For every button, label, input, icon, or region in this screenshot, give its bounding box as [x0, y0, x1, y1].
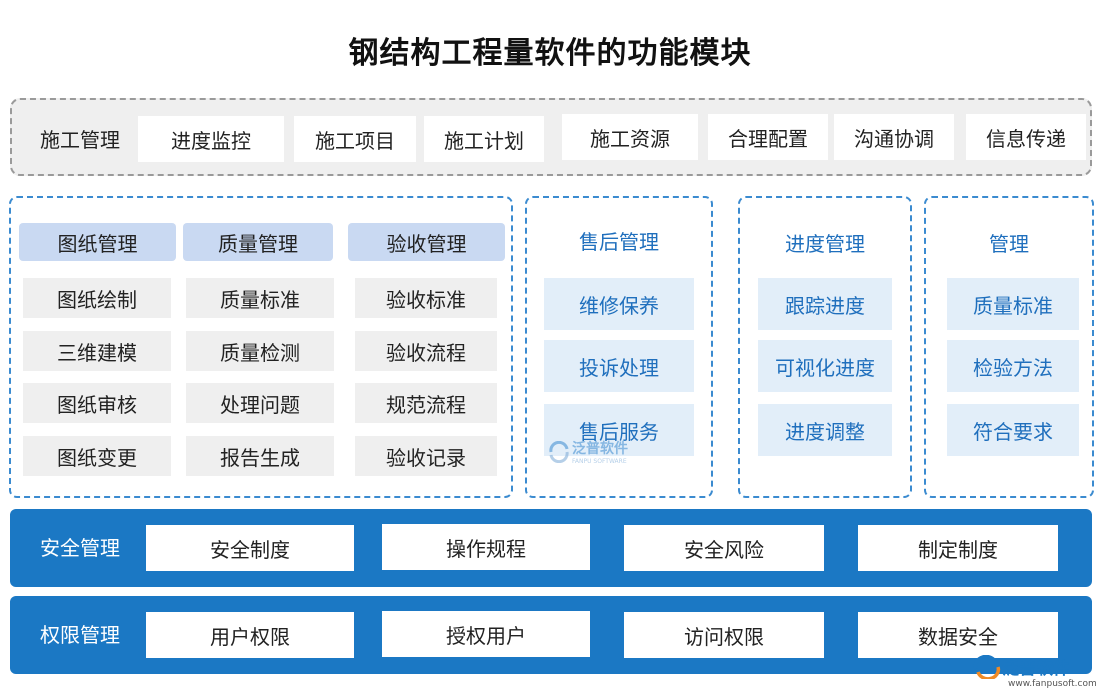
drawing-item: 三维建模 [23, 331, 171, 371]
acceptance-item: 验收记录 [355, 436, 497, 476]
progress-title: 进度管理 [785, 232, 865, 256]
logo-url: www.fanpusoft.com [1008, 679, 1097, 689]
drawing-item: 图纸绘制 [23, 278, 171, 318]
construction-item: 施工资源 [562, 114, 698, 160]
progress-item: 跟踪进度 [758, 278, 892, 330]
progress-panel: 进度管理 跟踪进度 可视化进度 进度调整 [738, 196, 912, 498]
drawing-quality-acceptance-panel: 图纸管理 质量管理 验收管理 图纸绘制 三维建模 图纸审核 图纸变更 质量标准 … [9, 196, 513, 498]
safety-item: 操作规程 [382, 524, 590, 570]
quality-item: 处理问题 [186, 383, 334, 423]
permission-item: 数据安全 [858, 612, 1058, 658]
fanpu-watermark: 泛普软件 FANPU SOFTWARE [548, 438, 628, 465]
quality-item: 报告生成 [186, 436, 334, 476]
drawing-management-header: 图纸管理 [19, 223, 176, 261]
management-item: 质量标准 [947, 278, 1079, 330]
drawing-item: 图纸变更 [23, 436, 171, 476]
construction-item: 合理配置 [708, 114, 828, 160]
permission-label: 权限管理 [40, 623, 120, 647]
watermark-name: 泛普软件 [572, 441, 628, 457]
management-item: 符合要求 [947, 404, 1079, 456]
management-panel: 管理 质量标准 检验方法 符合要求 [924, 196, 1094, 498]
after-sales-item: 投诉处理 [544, 340, 694, 392]
safety-label: 安全管理 [40, 536, 120, 560]
watermark-sub: FANPU SOFTWARE [572, 458, 627, 465]
progress-item: 可视化进度 [758, 340, 892, 392]
after-sales-item: 售后服务 [544, 404, 694, 456]
construction-item: 进度监控 [138, 116, 284, 162]
construction-item: 信息传递 [966, 114, 1086, 160]
after-sales-title: 售后管理 [579, 230, 659, 254]
after-sales-panel: 售后管理 维修保养 投诉处理 售后服务 [525, 196, 713, 498]
acceptance-item: 验收标准 [355, 278, 497, 318]
safety-module: 安全管理 安全制度 操作规程 安全风险 制定制度 [10, 509, 1092, 587]
construction-item: 施工项目 [294, 116, 416, 162]
page-title: 钢结构工程量软件的功能模块 [348, 36, 752, 71]
logo-name: 泛普软件 [1002, 659, 1070, 679]
construction-module: 施工管理 进度监控 施工项目 施工计划 施工资源 合理配置 沟通协调 信息传递 [10, 98, 1092, 176]
fanpu-logo-icon [973, 654, 1001, 679]
construction-item: 沟通协调 [834, 114, 954, 160]
fanpu-watermark-icon [549, 440, 569, 463]
safety-item: 安全风险 [624, 525, 824, 571]
quality-item: 质量标准 [186, 278, 334, 318]
after-sales-item: 维修保养 [544, 278, 694, 330]
management-title: 管理 [989, 232, 1029, 256]
acceptance-item: 规范流程 [355, 383, 497, 423]
acceptance-item: 验收流程 [355, 331, 497, 371]
construction-label: 施工管理 [40, 128, 120, 152]
permission-module: 权限管理 用户权限 授权用户 访问权限 数据安全 [10, 596, 1092, 674]
management-item: 检验方法 [947, 340, 1079, 392]
drawing-item: 图纸审核 [23, 383, 171, 423]
permission-item: 授权用户 [382, 611, 590, 657]
safety-item: 制定制度 [858, 525, 1058, 571]
quality-item: 质量检测 [186, 331, 334, 371]
permission-item: 访问权限 [624, 612, 824, 658]
fanpu-logo: 泛普软件 [972, 654, 1070, 679]
construction-item: 施工计划 [424, 116, 544, 162]
safety-item: 安全制度 [146, 525, 354, 571]
permission-item: 用户权限 [146, 612, 354, 658]
acceptance-management-header: 验收管理 [348, 223, 505, 261]
progress-item: 进度调整 [758, 404, 892, 456]
quality-management-header: 质量管理 [183, 223, 333, 261]
